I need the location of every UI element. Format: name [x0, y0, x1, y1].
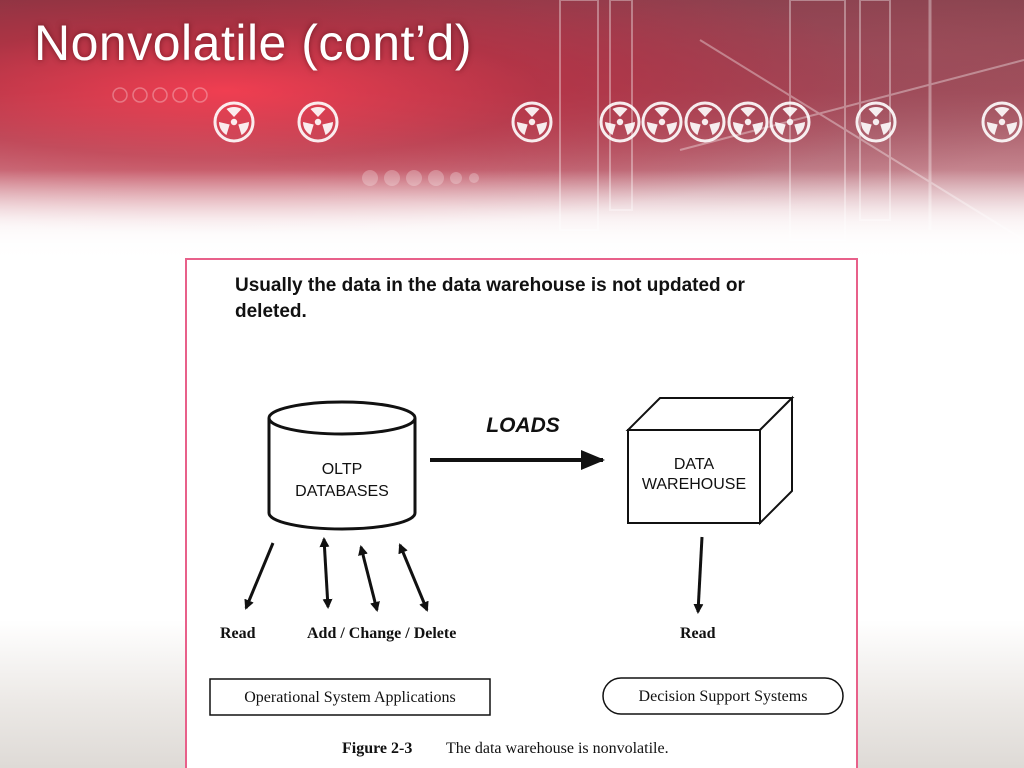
banner-fade [0, 170, 1024, 265]
radiation-icon [297, 101, 339, 143]
caption-text: The data warehouse is nonvolatile. [446, 740, 669, 757]
radiation-icon [213, 101, 255, 143]
oltp-label-line2: DATABASES [295, 483, 389, 500]
radiation-icon [641, 101, 683, 143]
add-change-delete-label: Add / Change / Delete [307, 625, 456, 642]
decision-support-label: Decision Support Systems [639, 688, 808, 705]
data-warehouse-cube: DATA WAREHOUSE [625, 395, 795, 526]
nonvolatile-diagram: OLTP DATABASES LOADS DATA WAREHOUSE [209, 395, 844, 757]
read-arrow-right [693, 536, 704, 614]
warehouse-label-line1: DATA [674, 456, 715, 473]
read-left-label: Read [220, 625, 256, 642]
add-change-delete-arrow-1 [319, 537, 333, 609]
add-change-delete-arrow-2 [358, 545, 380, 612]
loads-label: LOADS [486, 414, 560, 437]
lead-text: Usually the data in the data warehouse i… [235, 275, 745, 322]
decision-support-box [602, 677, 844, 715]
oltp-label-line1: OLTP [322, 461, 363, 478]
read-right-label: Read [680, 625, 716, 642]
caption-number: Figure 2-3 [342, 740, 412, 757]
slide-title: Nonvolatile (cont’d) [34, 15, 472, 71]
warehouse-label-line2: WAREHOUSE [642, 476, 746, 493]
figure-panel: Usually the data in the data warehouse i… [185, 258, 858, 768]
add-change-delete-arrow-3 [398, 543, 429, 612]
oltp-database-cylinder: OLTP DATABASES [267, 400, 417, 531]
radiation-icon [599, 101, 641, 143]
radiation-icon [981, 101, 1023, 143]
operational-systems-box [209, 678, 491, 716]
radiation-icon [727, 101, 769, 143]
radiation-icon [684, 101, 726, 143]
read-arrow-left [244, 542, 275, 610]
operational-systems-label: Operational System Applications [244, 689, 456, 706]
radiation-icon [511, 101, 553, 143]
